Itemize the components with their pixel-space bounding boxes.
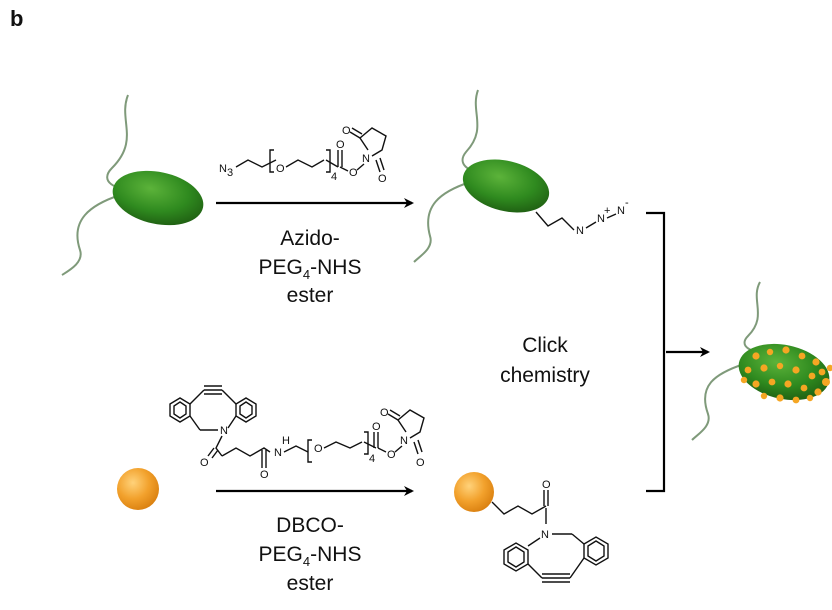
svg-text:-: - xyxy=(625,197,629,209)
svg-text:chemistry: chemistry xyxy=(500,364,590,387)
svg-text:O: O xyxy=(314,443,323,455)
svg-text:ester: ester xyxy=(287,284,334,307)
svg-text:3: 3 xyxy=(227,167,233,179)
panel-label: b xyxy=(10,6,23,31)
svg-text:N: N xyxy=(617,205,625,217)
svg-text:O: O xyxy=(378,173,387,185)
svg-text:O: O xyxy=(416,457,425,469)
svg-text:N: N xyxy=(220,425,228,437)
svg-text:Azido-: Azido- xyxy=(280,227,340,250)
dbco-peg4-nhs-structure: N O O N H O 4 O O N O O xyxy=(169,385,425,481)
svg-text:N: N xyxy=(219,163,227,175)
svg-text:O: O xyxy=(260,469,269,481)
svg-text:4: 4 xyxy=(369,453,375,465)
svg-text:N: N xyxy=(541,529,549,541)
click-chemistry-label: Click chemistry xyxy=(500,334,590,387)
svg-text:+: + xyxy=(604,205,610,217)
bead-start xyxy=(117,468,159,510)
svg-text:4: 4 xyxy=(331,171,337,183)
svg-text:N: N xyxy=(362,153,370,165)
svg-text:N: N xyxy=(274,447,282,459)
svg-text:PEG4-NHS: PEG4-NHS xyxy=(259,543,362,569)
bead-dbco: O N xyxy=(454,472,609,583)
azido-peg4-nhs-structure: N 3 O 4 O O N O O xyxy=(219,125,387,185)
svg-text:N: N xyxy=(597,213,605,225)
attached-beads xyxy=(740,346,832,404)
svg-text:O: O xyxy=(336,139,345,151)
bacterium-azide: N N + N - xyxy=(413,89,629,263)
svg-text:O: O xyxy=(276,163,285,175)
svg-text:O: O xyxy=(342,125,351,137)
merge-bracket xyxy=(646,211,666,493)
svg-text:O: O xyxy=(387,449,396,461)
svg-text:Click: Click xyxy=(522,334,568,357)
svg-text:O: O xyxy=(200,457,209,469)
bacterium-with-beads xyxy=(691,281,832,441)
bottom-reagent-label: DBCO- PEG4-NHS ester xyxy=(259,514,362,595)
bacterium-start xyxy=(61,94,204,276)
svg-text:O: O xyxy=(542,479,551,491)
svg-text:O: O xyxy=(372,421,381,433)
svg-text:PEG4-NHS: PEG4-NHS xyxy=(259,256,362,282)
top-reagent-label: Azido- PEG4-NHS ester xyxy=(259,227,362,307)
svg-text:O: O xyxy=(349,167,358,179)
svg-text:O: O xyxy=(380,407,389,419)
svg-text:N: N xyxy=(400,435,408,447)
svg-text:ester: ester xyxy=(287,572,334,595)
svg-text:H: H xyxy=(282,435,290,447)
svg-text:N: N xyxy=(576,225,584,237)
svg-text:DBCO-: DBCO- xyxy=(276,514,344,537)
